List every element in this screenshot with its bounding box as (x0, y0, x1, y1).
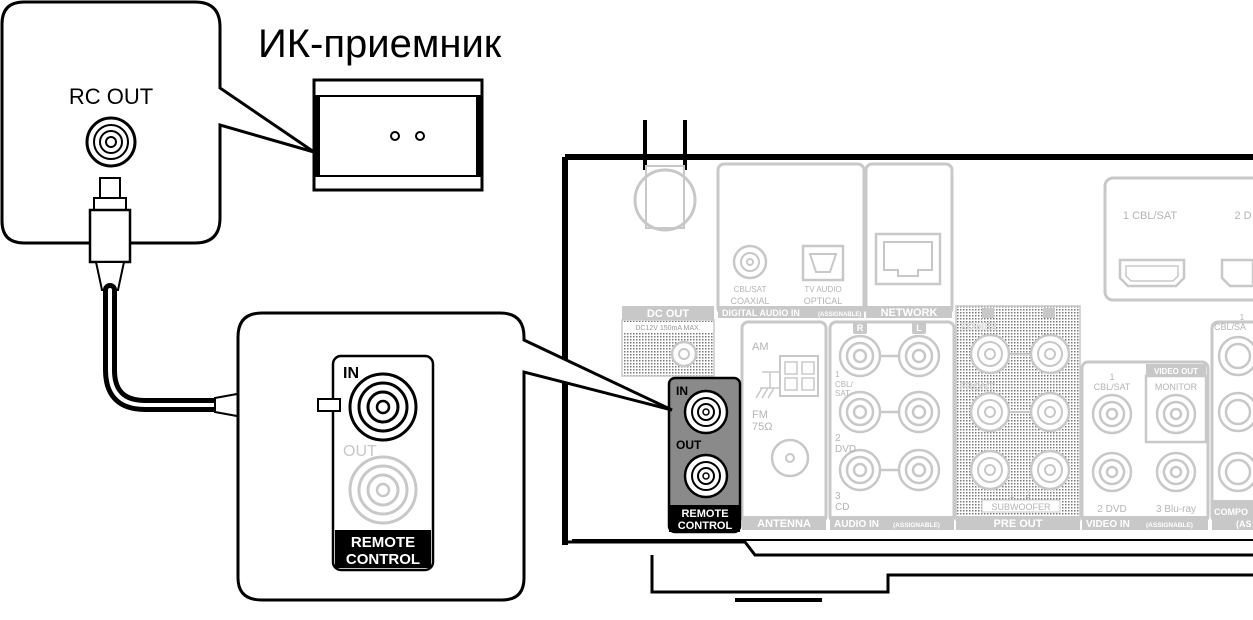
svg-text:2: 2 (835, 433, 841, 444)
svg-text:2 D: 2 D (1234, 210, 1251, 222)
svg-text:CBL/SAT: CBL/SAT (1094, 382, 1131, 392)
ir-sensor-icon (390, 131, 400, 141)
svg-text:CBL/SAT: CBL/SAT (734, 285, 767, 294)
network-label: NETWORK (881, 307, 938, 319)
svg-text:MONITOR: MONITOR (1155, 382, 1198, 392)
remote-control-zoom-callout: IN OUT REMOTE CONTROL (236, 311, 673, 602)
pre-out-label: PRE OUT (994, 518, 1043, 530)
svg-text:(AS: (AS (1236, 519, 1252, 529)
svg-text:ZONE2: ZONE2 (960, 321, 997, 333)
audio-in-label: AUDIO IN (834, 519, 879, 530)
svg-text:2: 2 (1025, 490, 1030, 500)
svg-text:1 CBL/SAT: 1 CBL/SAT (1123, 210, 1177, 222)
svg-text:2 DVD: 2 DVD (1097, 504, 1126, 515)
svg-text:COAXIAL: COAXIAL (730, 296, 769, 306)
svg-text:1: 1 (835, 370, 840, 379)
svg-text:3: 3 (835, 491, 841, 502)
svg-text:SUBWOOFER: SUBWOOFER (991, 502, 1051, 512)
av-receiver-rear-panel: CBL/SAT COAXIAL TV AUDIO OPTICAL DIGITAL… (562, 120, 1253, 602)
svg-text:DC12V 150mA MAX.: DC12V 150mA MAX. (635, 325, 700, 332)
svg-text:(ASSIGNABLE): (ASSIGNABLE) (818, 312, 861, 318)
svg-text:CONTROL: CONTROL (678, 520, 733, 532)
svg-text:CBL/SA: CBL/SA (1214, 322, 1246, 332)
svg-text:(ASSIGNABLE): (ASSIGNABLE) (1146, 522, 1193, 529)
remote-control-jacks: IN OUT REMOTE CONTROL (667, 376, 742, 534)
remote-out-label: OUT (676, 438, 702, 452)
ir-receiver-device (312, 78, 484, 192)
svg-text:(ASSIGNABLE): (ASSIGNABLE) (893, 522, 940, 529)
rc-out-callout: RC OUT (0, 0, 315, 245)
svg-text:R: R (857, 323, 864, 333)
ir-receiver-title: ИК-приемник (258, 22, 502, 66)
video-in-label: VIDEO IN (1086, 519, 1130, 530)
remote-in-label: IN (676, 384, 688, 398)
rc-out-label: RC OUT (69, 84, 153, 109)
svg-text:FM: FM (752, 409, 768, 421)
svg-text:1: 1 (1009, 490, 1014, 500)
zoom-in-label: IN (343, 365, 359, 382)
zoom-remote-control-label-block (335, 530, 431, 568)
svg-text:SAT: SAT (835, 389, 850, 398)
zoom-out-label: OUT (343, 443, 377, 460)
svg-text:FRONT: FRONT (960, 382, 994, 393)
svg-text:REMOTE: REMOTE (351, 534, 415, 551)
hdmi-block (1103, 176, 1253, 302)
cable-plug-top (99, 177, 121, 199)
svg-text:TV AUDIO: TV AUDIO (804, 285, 841, 294)
svg-text:REMOTE: REMOTE (681, 508, 728, 520)
dc-out-label: DC OUT (647, 308, 689, 320)
rc-out-jack (85, 116, 137, 168)
digital-audio-in-label: DIGITAL AUDIO IN (722, 308, 800, 318)
svg-text:1: 1 (1109, 372, 1114, 382)
svg-text:75Ω: 75Ω (752, 421, 772, 433)
svg-text:DVD: DVD (835, 444, 856, 455)
svg-text:AM: AM (752, 341, 769, 353)
svg-text:L: L (916, 323, 922, 333)
svg-text:3 Blu-ray: 3 Blu-ray (1156, 504, 1196, 515)
svg-text:VIDEO OUT: VIDEO OUT (1154, 367, 1198, 376)
svg-text:OPTICAL: OPTICAL (804, 296, 843, 306)
svg-text:CBL/: CBL/ (835, 380, 854, 389)
svg-text:CONTROL: CONTROL (346, 551, 420, 568)
svg-text:COMPO: COMPO (1214, 507, 1248, 517)
svg-text:CD: CD (835, 502, 849, 513)
svg-text:1: 1 (1240, 313, 1245, 322)
antenna-label: ANTENNA (757, 518, 811, 530)
